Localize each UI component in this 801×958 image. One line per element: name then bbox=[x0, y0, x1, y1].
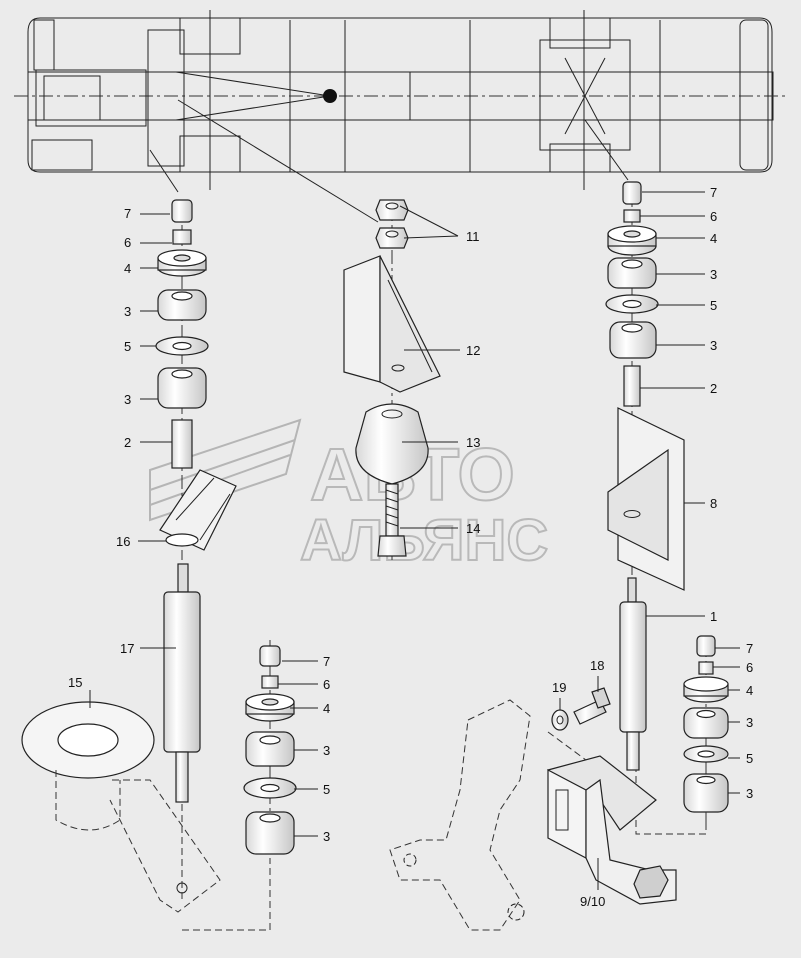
callout-br6: 6 bbox=[746, 660, 753, 675]
pedestal-15 bbox=[21, 701, 271, 931]
callout-c11: 11 bbox=[466, 229, 480, 244]
spring-bracket-assembly bbox=[389, 687, 677, 931]
callout-l3a: 3 bbox=[124, 304, 131, 319]
washer-19 bbox=[551, 709, 569, 731]
callout-l6: 6 bbox=[124, 235, 131, 250]
bushing-3r bbox=[607, 257, 657, 289]
nut-6b bbox=[261, 675, 279, 689]
callout-r1: 1 bbox=[710, 609, 717, 624]
cap-7 bbox=[171, 199, 193, 223]
watermark-line2: АЛЬЯНС bbox=[300, 508, 548, 573]
left-mount-stack bbox=[155, 199, 237, 803]
callout-r6: 6 bbox=[710, 209, 717, 224]
callout-r3a: 3 bbox=[710, 267, 717, 282]
chassis-top-view bbox=[14, 10, 786, 190]
callout-l17: 17 bbox=[120, 641, 134, 656]
leader-center-mount bbox=[177, 99, 379, 223]
nut-6 bbox=[172, 229, 192, 245]
callout-l15: 15 bbox=[68, 675, 82, 690]
callout-b5: 5 bbox=[323, 782, 330, 797]
callout-p19: 19 bbox=[552, 680, 566, 695]
post-1 bbox=[619, 601, 647, 733]
cap-7r bbox=[622, 181, 642, 205]
center-mount-stack bbox=[343, 199, 441, 560]
callout-r2: 2 bbox=[710, 381, 717, 396]
cap-7b bbox=[259, 645, 281, 667]
callout-l5: 5 bbox=[124, 339, 131, 354]
bushing-3d bbox=[245, 811, 295, 855]
bushing-3c bbox=[245, 731, 295, 767]
bushing-3r2 bbox=[609, 321, 657, 359]
callout-br4: 4 bbox=[746, 683, 753, 698]
callout-r8: 8 bbox=[710, 496, 717, 511]
leader-left-mount bbox=[149, 149, 179, 193]
callout-b4: 4 bbox=[323, 701, 330, 716]
mount-13 bbox=[355, 403, 429, 485]
callout-br7: 7 bbox=[746, 641, 753, 656]
callout-r7: 7 bbox=[710, 185, 717, 200]
sleeve-2 bbox=[171, 419, 193, 469]
bottom-right-stack bbox=[635, 635, 729, 835]
callout-labels: 7 6 4 3 5 3 2 16 17 15 11 12 13 14 7 6 4… bbox=[68, 185, 753, 909]
post-17 bbox=[163, 591, 201, 753]
callout-l2: 2 bbox=[124, 435, 131, 450]
callout-p910: 9/10 bbox=[580, 894, 605, 909]
nut-6br bbox=[698, 661, 714, 675]
callout-br5: 5 bbox=[746, 751, 753, 766]
callout-p18: 18 bbox=[590, 658, 604, 673]
callout-br3b: 3 bbox=[746, 786, 753, 801]
callout-leaders bbox=[89, 191, 740, 890]
sleeve-2r bbox=[623, 365, 641, 407]
callout-c14: 14 bbox=[466, 521, 480, 536]
bushing-3b bbox=[157, 367, 207, 409]
bottom-center-stack bbox=[243, 640, 297, 860]
nut-11b bbox=[375, 227, 409, 249]
right-mount-stack bbox=[605, 181, 685, 771]
leader-right-mount bbox=[584, 119, 629, 181]
callout-b3a: 3 bbox=[323, 743, 330, 758]
callout-b7: 7 bbox=[323, 654, 330, 669]
bushing-3a bbox=[157, 289, 207, 321]
nut-6r bbox=[623, 209, 641, 223]
cap-7br bbox=[696, 635, 716, 657]
callout-l3b: 3 bbox=[124, 392, 131, 407]
callout-c13: 13 bbox=[466, 435, 480, 450]
callout-r4: 4 bbox=[710, 231, 717, 246]
callout-b3b: 3 bbox=[323, 829, 330, 844]
callout-c12: 12 bbox=[466, 343, 480, 358]
callout-l4: 4 bbox=[124, 261, 131, 276]
callout-l7: 7 bbox=[124, 206, 131, 221]
bushing-3br bbox=[683, 707, 729, 739]
callout-l16: 16 bbox=[116, 534, 130, 549]
bracket-12 bbox=[343, 255, 381, 383]
callout-b6: 6 bbox=[323, 677, 330, 692]
callout-br3a: 3 bbox=[746, 715, 753, 730]
callout-r5: 5 bbox=[710, 298, 717, 313]
watermark: АВТО АЛЬЯНС bbox=[149, 418, 549, 574]
nut-11a bbox=[375, 199, 409, 221]
callout-r3b: 3 bbox=[710, 338, 717, 353]
